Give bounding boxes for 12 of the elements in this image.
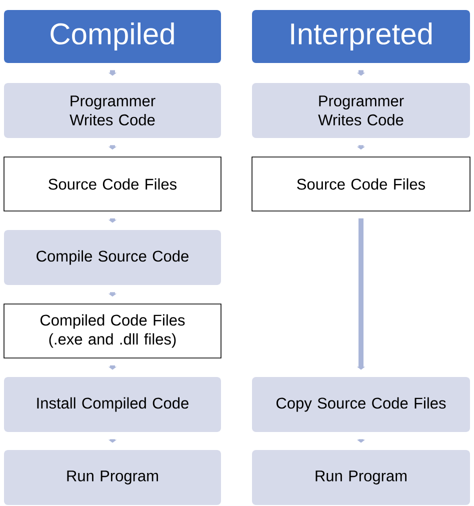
file-box: Source Code Files bbox=[4, 156, 222, 212]
header-box: Interpreted bbox=[252, 10, 470, 63]
header-box: Compiled bbox=[4, 10, 221, 63]
process-box: Run Program bbox=[252, 450, 470, 505]
file-box: Compiled Code Files (.exe and .dll files) bbox=[4, 304, 222, 358]
process-box: Install Compiled Code bbox=[4, 377, 221, 432]
file-box: Source Code Files bbox=[252, 156, 470, 212]
process-box: Compile Source Code bbox=[4, 230, 221, 285]
process-box: Programmer Writes Code bbox=[4, 83, 221, 138]
process-box: Copy Source Code Files bbox=[252, 377, 470, 432]
process-box: Programmer Writes Code bbox=[252, 83, 470, 138]
process-box: Run Program bbox=[4, 450, 221, 505]
